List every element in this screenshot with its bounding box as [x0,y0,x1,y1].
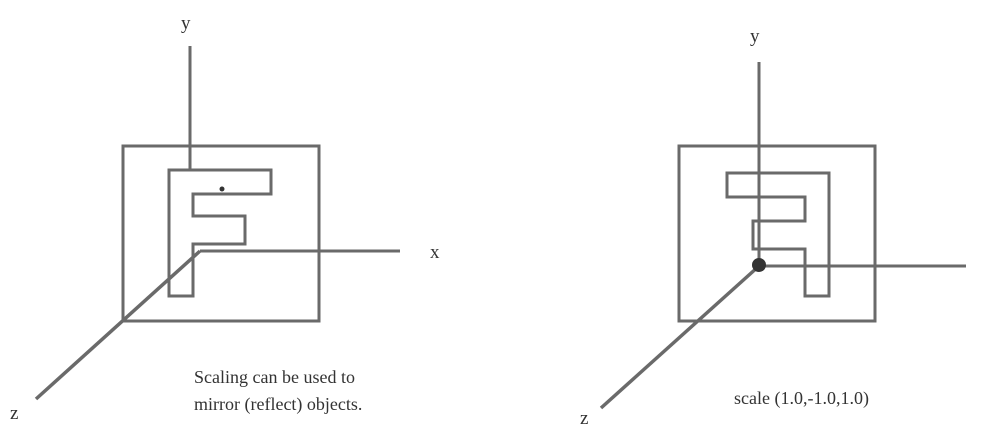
z-axis [34,249,202,401]
x-axis-label: x [430,242,440,263]
y-axis-label: y [181,13,191,34]
letter-f-mirrored-shape [725,171,831,298]
origin-dot [752,258,766,272]
y-axis-label: y [750,26,760,47]
z-axis-label: z [580,408,588,426]
bounding-square [677,144,877,323]
caption-line-1: scale (1.0,-1.0,1.0) [734,388,869,409]
bounding-square [121,144,321,323]
caption-line-1: Scaling can be used to [194,367,355,387]
caption-line-2: mirror (reflect) objects. [194,394,362,415]
small-dot [219,186,225,192]
diagram-reflected: y z scale (1.0,-1.0,1.0) [580,26,966,429]
letter-f-shape [167,168,273,298]
z-axis [599,264,761,410]
z-axis-label: z [10,403,18,424]
diagram-original: y x z Scaling can be used to mirror (ref… [10,13,440,424]
